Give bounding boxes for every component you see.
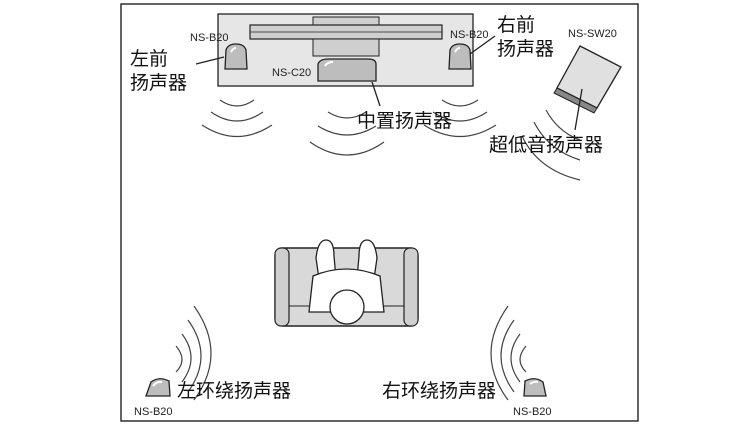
sofa-with-listener [274, 239, 419, 327]
subwoofer-icon [553, 45, 622, 114]
front-left-label-line1: 左前 [130, 48, 168, 70]
subwoofer-model: NS-SW20 [568, 28, 617, 40]
front-right-waves [423, 99, 497, 137]
center-model: NS-C20 [272, 67, 311, 79]
tv-stand-base [312, 38, 380, 57]
surround-right-waves [490, 305, 527, 401]
center-leader [371, 81, 381, 107]
surround-left-waves [175, 305, 212, 401]
listener-head [329, 289, 365, 325]
center-label: 中置扬声器 [357, 110, 452, 132]
front-right-label-line2: 扬声器 [497, 38, 554, 60]
front-left-waves [201, 99, 273, 137]
front-right-label-line1: 右前 [497, 14, 535, 36]
surround-right-label: 右环绕扬声器 [382, 380, 496, 402]
surround-left-speaker-icon [145, 378, 171, 397]
subwoofer-waves [521, 109, 581, 181]
subwoofer-leader [574, 88, 583, 131]
front-right-speaker-icon [448, 43, 472, 70]
subwoofer-label: 超低音扬声器 [489, 134, 603, 156]
tv-stand-top [312, 16, 380, 26]
surround-left-model: NS-B20 [134, 406, 173, 418]
front-left-leader [195, 56, 225, 65]
surround-right-model: NS-B20 [513, 406, 552, 418]
surround-right-speaker-icon [523, 378, 547, 397]
front-right-model: NS-B20 [450, 29, 489, 41]
center-waves [309, 111, 385, 156]
front-right-leader [469, 35, 496, 55]
front-left-model: NS-B20 [190, 32, 229, 44]
front-left-speaker-icon [224, 43, 248, 70]
front-left-label-line2: 扬声器 [130, 72, 187, 94]
surround-left-label: 左环绕扬声器 [177, 380, 291, 402]
center-speaker-icon [317, 58, 377, 82]
